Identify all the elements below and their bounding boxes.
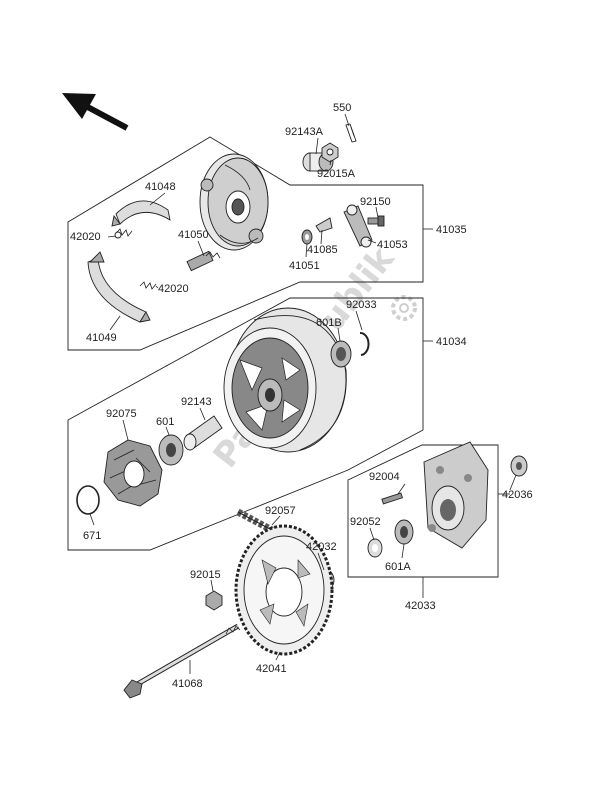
label-601B: 601B [316,317,342,329]
camshaft-41050 [186,250,221,272]
label-601: 601 [156,416,174,428]
label-41051: 41051 [289,260,320,272]
part-labels: 550 92143A 92015A 41048 42020 41050 4202… [70,102,533,690]
watermark-gear-icon [391,295,417,321]
brake-lever-41053 [343,204,373,248]
spring-42020-upper [114,228,133,239]
label-41035: 41035 [436,224,467,236]
label-42033: 42033 [405,600,436,612]
label-92150: 92150 [360,196,391,208]
label-92033: 92033 [346,299,377,311]
cotter-pin-550 [345,123,357,143]
bolt-92150 [367,215,385,227]
label-601A: 601A [385,561,411,573]
collar-92143 [183,415,223,451]
wear-indicator-41085 [315,217,333,233]
circlip-92033 [359,332,370,356]
label-41068: 41068 [172,678,203,690]
label-41034: 41034 [436,336,467,348]
label-41085: 41085 [307,244,338,256]
label-92143A: 92143A [285,126,324,138]
label-92015: 92015 [190,569,221,581]
rear-sprocket-42041 [234,524,334,656]
nut-92015A [321,142,339,163]
brake-shoe-41049 [87,251,151,323]
stud-92004 [381,492,404,505]
sprocket-hub [423,441,489,549]
nut-92015 [205,590,223,611]
label-671: 671 [83,530,101,542]
label-41050: 41050 [178,229,209,241]
label-42036: 42036 [502,489,533,501]
label-42020-lower: 42020 [158,283,189,295]
label-92143: 92143 [181,396,212,408]
label-42032: 42032 [306,541,337,553]
wheel-group-box [67,297,424,551]
label-42041: 42041 [256,663,287,675]
label-550: 550 [333,102,351,114]
collar-42036 [510,455,528,477]
label-42020-upper: 42020 [70,231,101,243]
rear-wheel-rim [223,307,347,453]
bearing-601A [394,519,414,545]
front-direction-arrow-icon [62,93,129,131]
label-41049: 41049 [86,332,117,344]
axle-41068 [123,623,241,699]
spring-42020-lower [139,281,157,290]
hub-damper-92075 [103,439,163,507]
label-92052: 92052 [350,516,381,528]
label-92075: 92075 [106,408,137,420]
label-92015A: 92015A [317,168,356,180]
hub-group-box [347,444,499,578]
leader-lines [89,113,517,674]
brake-panel [199,153,269,251]
label-41053: 41053 [377,239,408,251]
label-92004: 92004 [369,471,400,483]
brake-shoe-41048 [111,200,171,227]
brake-panel-group-box [67,136,424,351]
seal-41051 [301,229,313,245]
label-41048: 41048 [145,181,176,193]
bearing-601 [158,434,184,466]
bearing-601B [330,340,352,368]
label-92057: 92057 [265,505,296,517]
o-ring-671 [76,485,100,515]
seal-92052 [367,538,383,558]
